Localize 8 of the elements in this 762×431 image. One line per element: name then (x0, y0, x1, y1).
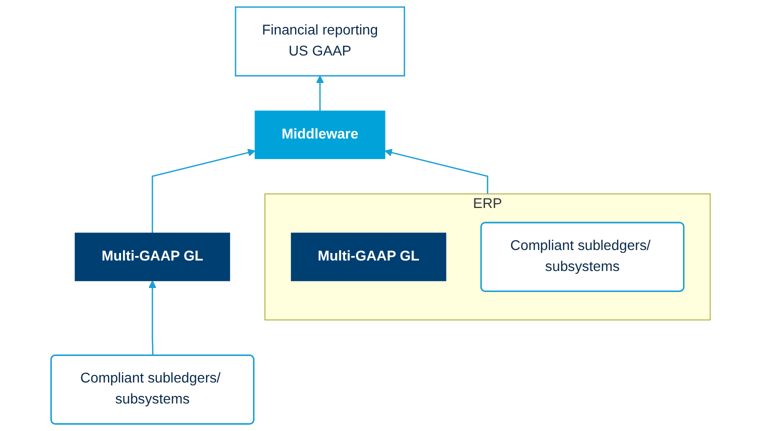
node-box: Middleware (255, 110, 386, 160)
arrow (152, 148, 256, 234)
arrow (384, 148, 489, 194)
node-box: Financial reporting US GAAP (235, 6, 406, 76)
arrow (316, 75, 324, 112)
node-box: Multi-GAAP GL (291, 232, 447, 282)
arrow (148, 280, 157, 356)
node-box: Multi-GAAP GL (75, 232, 230, 282)
